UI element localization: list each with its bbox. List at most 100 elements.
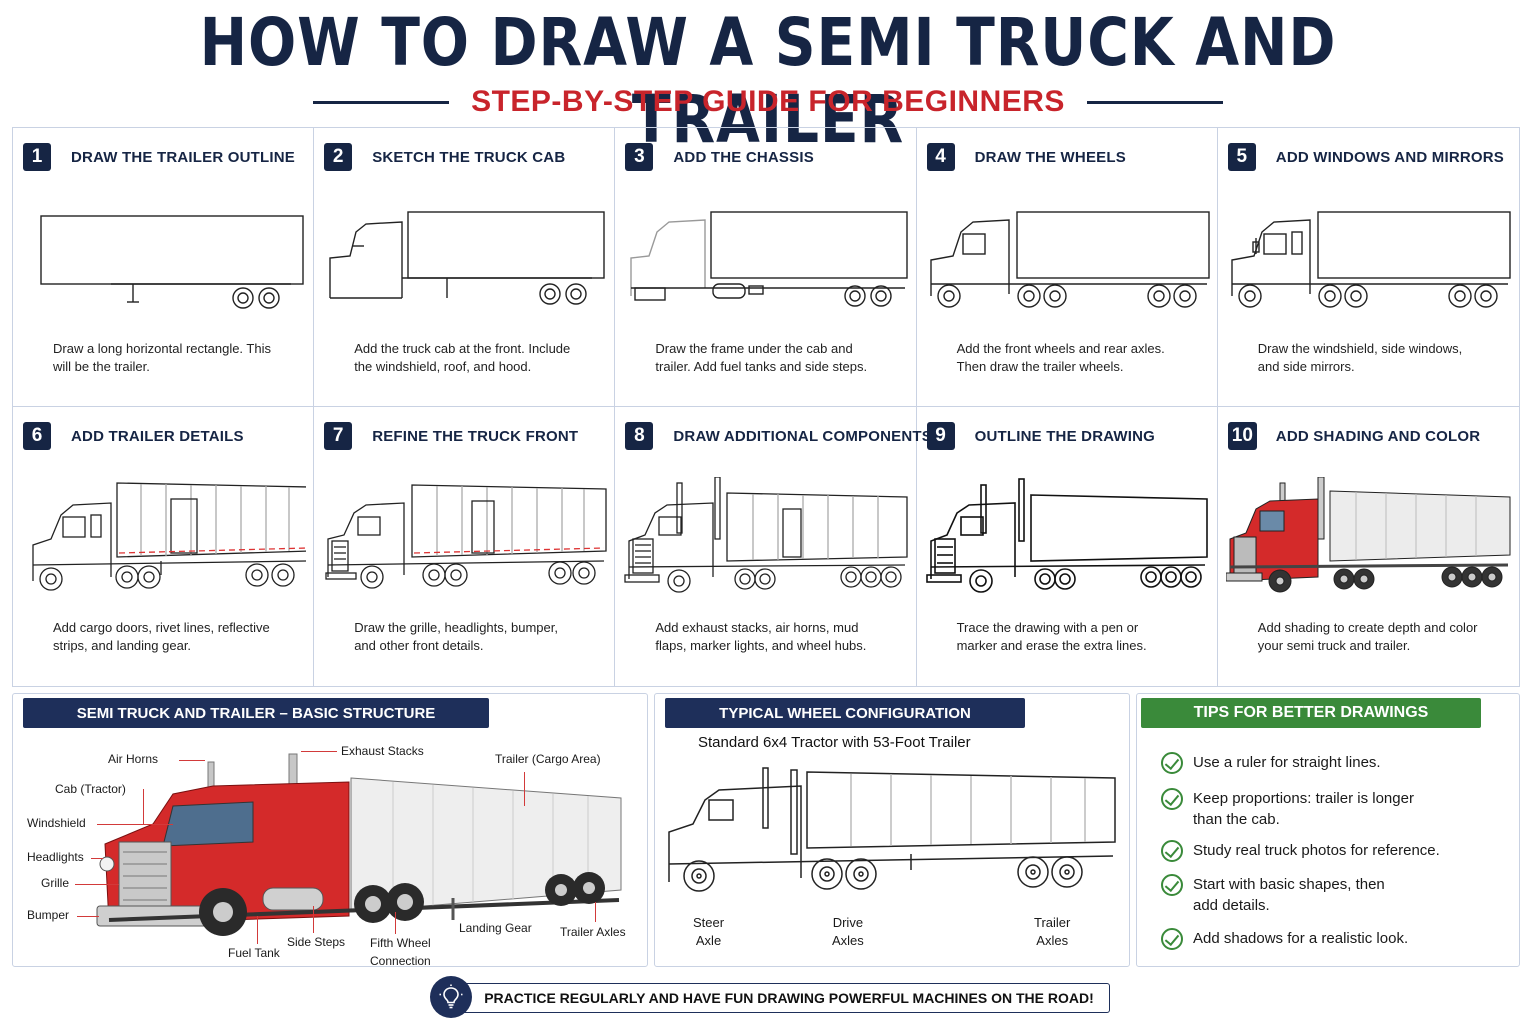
step-number: 8	[625, 422, 654, 450]
step-number: 10	[1227, 422, 1257, 450]
step-drawing	[32, 482, 306, 591]
check-icon	[1161, 752, 1183, 774]
step-card: 3 ADD THE CHASSIS Draw the frame under t…	[615, 128, 917, 407]
leader-line	[179, 760, 205, 761]
tips-heading: TIPS FOR BETTER DRAWINGS	[1141, 698, 1481, 728]
step-description: Add shading to create depth and color yo…	[1257, 620, 1478, 653]
step-description: Draw the windshield, side windows, and s…	[1257, 341, 1463, 374]
tip-line: Keep proportions: trailer is longer	[1193, 790, 1414, 807]
step-card: 2 SKETCH THE TRUCK CAB Add the truck cab…	[314, 128, 616, 407]
label-headlights: Headlights	[27, 850, 84, 864]
step-card: 1 DRAW THE TRAILER OUTLINE Draw a long h…	[13, 128, 315, 407]
check-icon	[1161, 840, 1183, 862]
step-description: Trace the drawing with a pen or marker a…	[956, 620, 1147, 653]
leader-line	[524, 772, 525, 806]
leader-line	[313, 906, 314, 933]
tip-item: Start with basic shapes, then add details…	[1161, 874, 1385, 916]
tip-text: Add shadows for a realistic look.	[1193, 928, 1408, 949]
step-number: 6	[23, 422, 51, 450]
tip-text: Study real truck photos for reference.	[1193, 840, 1440, 861]
step-number: 3	[625, 143, 654, 171]
step-title: ADD SHADING AND COLOR	[1275, 428, 1481, 445]
wheel-config-panel: TYPICAL WHEEL CONFIGURATION Standard 6x4…	[654, 693, 1130, 967]
leader-line	[595, 902, 596, 922]
wheel-config-caption: Standard 6x4 Tractor with 53-Foot Traile…	[698, 734, 971, 751]
page-subtitle: STEP-BY-STEP GUIDE FOR BEGINNERS	[471, 85, 1065, 118]
page-title: HOW TO DRAW A SEMI TRUCK AND TRAILER	[199, 4, 1337, 158]
step-description: Add cargo doors, rivet lines, reflective…	[53, 620, 270, 653]
axle-label-line1: Drive	[832, 915, 864, 930]
step-description: Add exhaust stacks, air horns, mud flaps…	[655, 620, 867, 653]
lightbulb-icon	[430, 976, 472, 1018]
structure-panel: SEMI TRUCK AND TRAILER – BASIC STRUCTURE…	[12, 693, 648, 970]
step-description: Add the front wheels and rear axles. The…	[956, 341, 1165, 374]
step-card: 5 ADD WINDOWS AND MIRRORS Draw the winds…	[1217, 128, 1519, 407]
tip-line: add details.	[1193, 897, 1270, 914]
axle-label-line1: Steer	[693, 915, 725, 930]
label-fifth-wheel-line2: Connection	[370, 954, 431, 968]
label-fifth-wheel: Fifth Wheel Connection	[370, 934, 431, 970]
leader-line	[257, 916, 258, 944]
step-card: 4 DRAW THE WHEELS Add the front wheels a…	[916, 128, 1218, 407]
step-title: ADD WINDOWS AND MIRRORS	[1275, 149, 1504, 166]
label-windshield: Windshield	[27, 816, 86, 830]
step-number: 9	[926, 422, 955, 450]
leader-line	[395, 912, 396, 934]
step-card: 9 OUTLINE THE DRAWING Trace the drawing …	[917, 407, 1218, 686]
tip-text: Use a ruler for straight lines.	[1193, 752, 1381, 773]
leader-line	[77, 916, 99, 917]
step-title: OUTLINE THE DRAWING	[974, 428, 1156, 445]
check-icon	[1161, 788, 1183, 810]
structure-heading: SEMI TRUCK AND TRAILER – BASIC STRUCTURE	[23, 698, 489, 728]
check-icon	[1161, 874, 1183, 896]
trailer-axles-label: Trailer Axles	[1034, 914, 1070, 950]
label-exhaust-stacks: Exhaust Stacks	[341, 744, 424, 758]
step-drawing	[624, 477, 909, 593]
step-card: 8 DRAW ADDITIONAL COMPONENTS Add exhaust…	[615, 407, 932, 686]
label-fifth-wheel-line1: Fifth Wheel	[370, 936, 431, 950]
leader-line	[97, 824, 173, 825]
step-drawing	[925, 478, 1208, 593]
step-description: Draw the frame under the cab and trailer…	[655, 341, 868, 374]
step-title: REFINE THE TRUCK FRONT	[372, 428, 579, 445]
axle-label-line2: Axle	[695, 933, 722, 948]
step-card: 10 ADD SHADING AND COLOR Add shading to …	[1218, 407, 1519, 686]
tip-item: Use a ruler for straight lines.	[1161, 752, 1381, 774]
step-drawing	[630, 211, 909, 307]
label-trailer-axles: Trailer Axles	[560, 925, 626, 939]
step-description: Draw the grille, headlights, bumper, and…	[354, 620, 558, 653]
steps-grid: 1 DRAW THE TRAILER OUTLINE Draw a long h…	[12, 127, 1520, 687]
axle-label-line2: Axles	[832, 933, 864, 948]
leader-line	[143, 789, 144, 825]
step-drawing	[1225, 477, 1511, 593]
label-side-steps: Side Steps	[287, 935, 346, 949]
step-card: 6 ADD TRAILER DETAILS Add cargo doors, r…	[13, 407, 315, 686]
step-drawing	[929, 211, 1210, 308]
leader-line	[75, 884, 119, 885]
tip-line: Use a ruler for straight lines.	[1193, 754, 1381, 771]
step-drawing	[325, 484, 607, 589]
step-number: 5	[1227, 143, 1256, 171]
step-title: DRAW THE WHEELS	[974, 149, 1126, 166]
leader-line	[91, 858, 103, 859]
subtitle-row: STEP-BY-STEP GUIDE FOR BEGINNERS	[0, 84, 1536, 120]
tip-item: Add shadows for a realistic look.	[1161, 928, 1408, 950]
subtitle-rule-left	[313, 100, 450, 104]
drive-axles-label: Drive Axles	[832, 914, 864, 950]
step-number: 2	[324, 143, 353, 171]
tip-text: Start with basic shapes, then add details…	[1193, 874, 1385, 916]
tip-line: Study real truck photos for reference.	[1193, 842, 1440, 859]
subtitle-rule-right	[1086, 100, 1223, 104]
axle-label-line1: Trailer	[1034, 915, 1071, 930]
label-fuel-tank: Fuel Tank	[228, 946, 280, 960]
step-title: ADD THE CHASSIS	[673, 149, 814, 166]
structure-truck-illustration	[96, 753, 622, 936]
axle-label-line2: Axles	[1036, 933, 1069, 948]
wheel-config-diagram	[668, 767, 1116, 892]
step-number: 4	[926, 143, 955, 171]
tip-line: Start with basic shapes, then	[1193, 876, 1385, 893]
check-icon	[1161, 928, 1183, 950]
label-landing-gear: Landing Gear	[459, 921, 532, 935]
